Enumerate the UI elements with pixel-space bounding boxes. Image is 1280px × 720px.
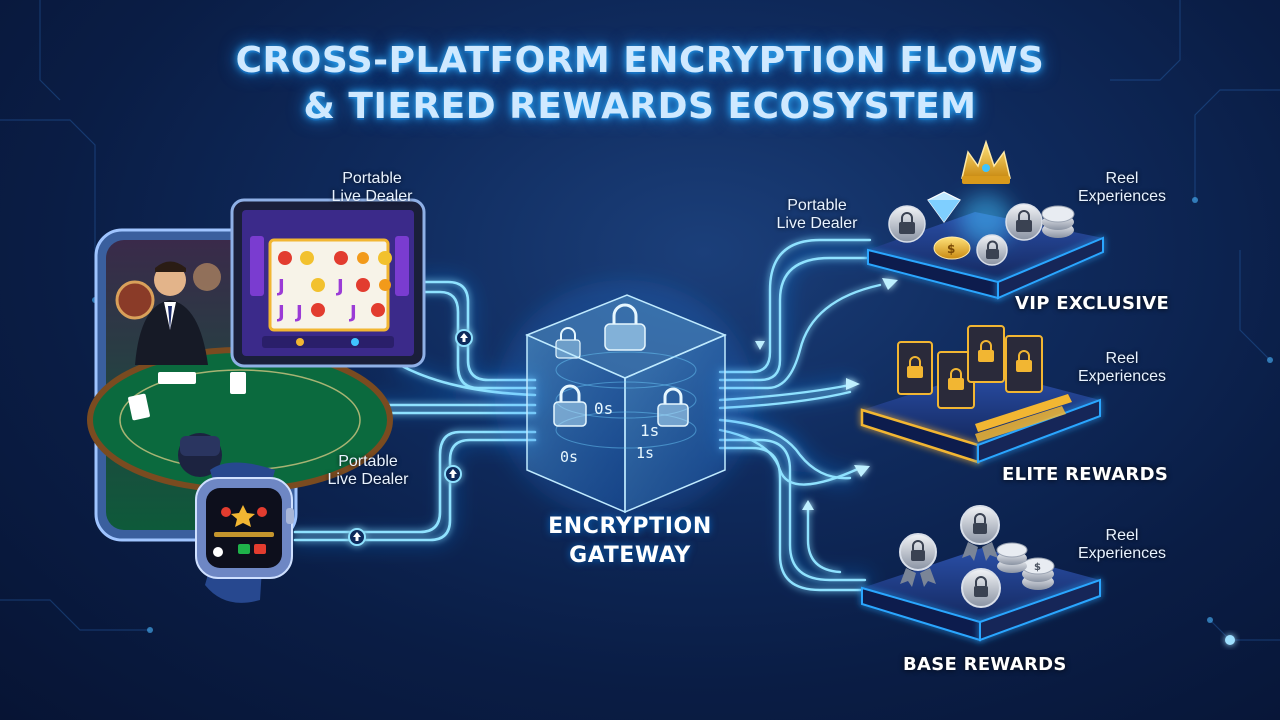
vip-extra-label-line-1: Portable: [787, 197, 847, 214]
gateway-label-line-2: GATEWAY: [569, 543, 691, 568]
coin-symbol: $: [947, 242, 955, 256]
tier-elite-rewards: ELITE REWARDS: [1002, 464, 1169, 485]
lock-icon: [657, 387, 689, 427]
svg-text:J: J: [276, 302, 285, 323]
watch-label-line-2: Live Dealer: [327, 471, 409, 488]
cube-glyph: 1s: [640, 421, 659, 440]
base-side-label: Reel Experiences: [1066, 527, 1178, 563]
lock-icon: [604, 303, 646, 351]
vip-side-label: Reel Experiences: [1066, 170, 1178, 206]
gateway-label: ENCRYPTION GATEWAY: [520, 512, 740, 570]
tier-vip-exclusive: VIP EXCLUSIVE: [1015, 293, 1170, 314]
page-title: CROSS-PLATFORM ENCRYPTION FLOWS & TIERED…: [0, 38, 1280, 130]
lock-icon: [961, 568, 1001, 608]
coin-icon: $: [933, 236, 971, 260]
svg-text:J: J: [335, 276, 344, 297]
svg-text:J: J: [276, 276, 285, 297]
base-side-label-line-1: Reel: [1105, 527, 1139, 544]
medal-icon: [899, 533, 937, 587]
cube-glyph: 1s: [636, 444, 654, 462]
card-icon: [967, 325, 1005, 383]
elite-side-label-line-1: Reel: [1105, 350, 1139, 367]
cube-glyph: 0s: [594, 399, 613, 418]
medal-icon: [960, 505, 1000, 561]
svg-text:J: J: [294, 302, 303, 323]
tablet-label-line-2: Live Dealer: [331, 188, 413, 205]
elite-side-label: Reel Experiences: [1066, 350, 1178, 386]
vip-side-label-line-1: Reel: [1105, 170, 1139, 187]
smartwatch-device: [195, 462, 294, 603]
elite-side-label-line-2: Experiences: [1077, 368, 1167, 385]
base-side-label-line-2: Experiences: [1077, 545, 1167, 562]
tablet-label-line-1: Portable: [342, 170, 402, 187]
vip-extra-label-line-2: Live Dealer: [776, 215, 858, 232]
tablet-label: Portable Live Dealer: [312, 170, 432, 206]
card-icon: [897, 341, 933, 395]
lock-icon: [553, 384, 587, 427]
svg-text:J: J: [348, 302, 357, 323]
lock-icon: [555, 327, 581, 359]
coin-icon: $: [1021, 557, 1055, 590]
vip-side-label-line-2: Experiences: [1077, 188, 1167, 205]
coin-icon: [996, 542, 1028, 573]
card-icon: [1005, 335, 1043, 393]
cube-glyph: 0s: [560, 448, 578, 466]
lock-icon: [888, 205, 926, 243]
vip-extra-label: Portable Live Dealer: [762, 197, 872, 233]
title-line-1: CROSS-PLATFORM ENCRYPTION FLOWS: [235, 40, 1045, 81]
diamond-icon: [927, 191, 961, 224]
coin-icon: [1041, 205, 1075, 238]
gateway-label-line-1: ENCRYPTION: [548, 514, 712, 539]
crown-icon: [961, 139, 1011, 184]
coin-symbol: $: [1034, 562, 1041, 573]
tier-base-rewards: BASE REWARDS: [903, 654, 1067, 675]
watch-label: Portable Live Dealer: [308, 453, 428, 489]
lock-icon: [1005, 203, 1043, 241]
title-line-2: & TIERED REWARDS ECOSYSTEM: [303, 86, 977, 127]
watch-label-line-1: Portable: [338, 453, 398, 470]
lock-icon: [976, 234, 1008, 266]
card-icon: [937, 351, 975, 409]
